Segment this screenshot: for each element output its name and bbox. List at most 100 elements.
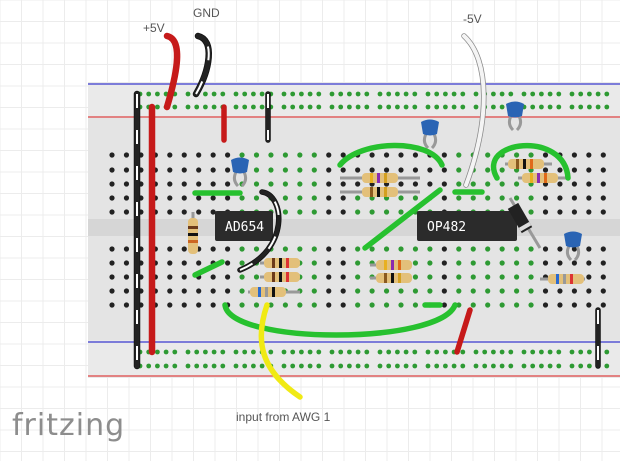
resistor-r10-band — [384, 273, 387, 283]
hole — [311, 181, 317, 187]
resistor-r2-band — [279, 258, 282, 268]
rail-hole — [578, 91, 584, 97]
hole — [225, 274, 231, 280]
hole — [326, 274, 332, 280]
hole — [297, 246, 303, 252]
hole — [383, 246, 390, 252]
rail-hole — [203, 363, 208, 369]
hole — [311, 195, 317, 201]
rail-hole — [521, 363, 527, 369]
hole — [456, 302, 462, 308]
hole — [340, 195, 346, 201]
rail-hole — [530, 91, 536, 97]
hole — [470, 181, 476, 187]
rail-hole — [443, 91, 448, 97]
hole — [398, 181, 404, 187]
hole — [499, 181, 505, 187]
hole — [225, 195, 231, 201]
hole — [282, 167, 288, 173]
rail-hole — [395, 104, 400, 110]
hole — [355, 181, 361, 187]
rail-hole — [347, 91, 352, 97]
rail-hole — [547, 104, 553, 110]
hole — [369, 152, 375, 158]
hole — [427, 260, 433, 266]
hole — [355, 167, 361, 173]
hole — [340, 167, 346, 173]
hole — [600, 167, 606, 173]
hole — [412, 288, 419, 294]
rail-hole — [403, 363, 409, 369]
rail-hole — [569, 349, 575, 355]
rail-hole — [203, 104, 208, 110]
hole — [485, 167, 491, 173]
rail-hole — [539, 349, 544, 355]
hole — [167, 260, 173, 266]
hole — [456, 260, 462, 266]
hole — [167, 274, 173, 280]
hole — [412, 260, 419, 266]
wire-green-arc1 — [338, 143, 444, 167]
rail-hole — [539, 104, 544, 110]
hole — [210, 246, 216, 252]
hole — [412, 167, 419, 173]
hole — [167, 152, 173, 158]
ad654-label: AD654 — [225, 220, 264, 235]
hole — [528, 274, 534, 280]
hole — [123, 167, 130, 173]
rail-hole — [251, 363, 256, 369]
hole — [557, 302, 563, 308]
rail-hole — [434, 104, 440, 110]
rail-hole — [220, 349, 226, 355]
hole — [441, 288, 447, 294]
hole — [470, 302, 476, 308]
rail-hole — [172, 363, 178, 369]
resistor-r7-band — [530, 159, 533, 169]
rail-hole — [203, 349, 208, 355]
resistor-r6-band — [377, 187, 380, 197]
rail-hole — [412, 349, 418, 355]
hole — [456, 167, 462, 173]
rail-hole — [386, 91, 392, 97]
rail-hole — [425, 363, 431, 369]
hole — [499, 195, 505, 201]
hole — [340, 246, 346, 252]
rail-hole — [338, 349, 344, 355]
rail-hole — [251, 104, 256, 110]
hole — [109, 152, 115, 158]
rail-hole — [251, 91, 256, 97]
hole — [210, 152, 216, 158]
hole — [557, 167, 563, 173]
hole — [571, 181, 578, 187]
rail-hole — [242, 349, 248, 355]
rail-hole — [386, 104, 392, 110]
hole — [210, 181, 216, 187]
hole — [369, 302, 375, 308]
rail-hole — [604, 349, 610, 355]
hole — [340, 209, 346, 215]
rail-hole — [530, 104, 536, 110]
hole — [586, 246, 592, 252]
hole — [297, 195, 303, 201]
capacitor-c4-leads — [565, 245, 581, 262]
rail-hole — [403, 91, 409, 97]
rail-hole — [290, 349, 296, 355]
hole — [253, 181, 260, 187]
hole — [427, 274, 433, 280]
rail-hole — [299, 363, 304, 369]
hole — [369, 246, 375, 252]
hole — [383, 302, 390, 308]
hole — [586, 209, 592, 215]
center-channel — [88, 219, 620, 236]
rail-hole — [460, 91, 466, 97]
rail-hole — [556, 363, 562, 369]
resistor-r11-band — [556, 274, 559, 284]
hole — [109, 195, 115, 201]
rail-hole — [434, 349, 440, 355]
hole — [355, 260, 361, 266]
hole — [456, 288, 462, 294]
rail-hole — [338, 363, 344, 369]
rail-hole — [268, 349, 274, 355]
resistor-r8-band — [537, 173, 540, 183]
hole — [326, 246, 332, 252]
